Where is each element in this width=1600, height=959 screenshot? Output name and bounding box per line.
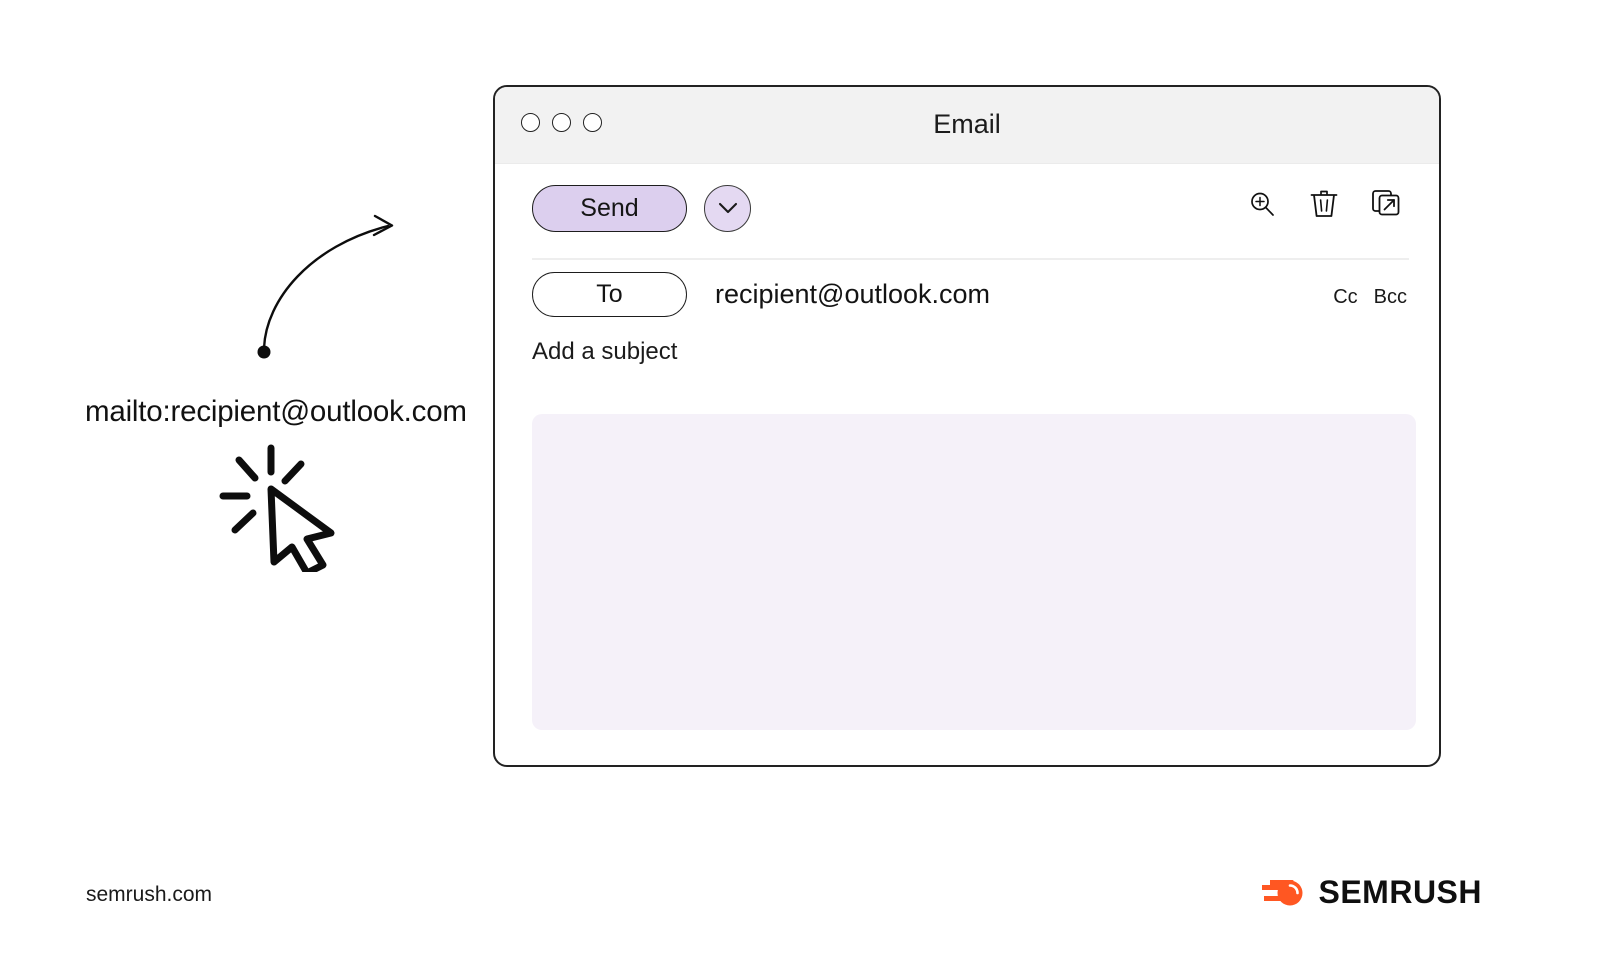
cc-button[interactable]: Cc: [1333, 286, 1358, 308]
window-title: Email: [933, 109, 1001, 139]
zoom-in-icon: [1251, 192, 1274, 216]
recipient-email-input[interactable]: recipient@outlook.com: [715, 279, 991, 309]
semrush-logo: SEMRUSH: [1260, 872, 1482, 912]
chevron-down-icon: [718, 202, 737, 214]
recipient-row: To recipient@outlook.com Cc Bcc: [495, 262, 1439, 324]
semrush-wordmark: SEMRUSH: [1318, 873, 1482, 910]
message-body-input[interactable]: [532, 414, 1416, 730]
subject-input[interactable]: Add a subject: [532, 338, 678, 365]
minimize-window-button[interactable]: [552, 113, 571, 132]
maximize-window-button[interactable]: [583, 113, 602, 132]
mailto-link-text: mailto:recipient@outlook.com: [85, 395, 467, 428]
click-cursor-icon: [219, 444, 335, 572]
trash-icon: [1310, 190, 1338, 217]
zoom-in-button[interactable]: [1244, 186, 1280, 222]
email-compose-window: Email Send: [493, 85, 1441, 767]
toolbar-icon-group: [1244, 186, 1404, 222]
to-field-button[interactable]: To: [532, 272, 687, 317]
send-options-dropdown-button[interactable]: [704, 185, 751, 232]
delete-button[interactable]: [1306, 186, 1342, 222]
cc-bcc-group: Cc Bcc: [1333, 286, 1407, 309]
send-button[interactable]: Send: [532, 185, 687, 232]
window-controls[interactable]: [521, 113, 602, 132]
footer-website-url: semrush.com: [86, 883, 213, 906]
toolbar-divider: [532, 258, 1409, 260]
compose-toolbar: Send: [495, 164, 1439, 260]
semrush-comet-icon: [1262, 880, 1303, 906]
pop-out-icon: [1372, 190, 1400, 216]
curved-arrow-icon: [257, 214, 394, 359]
window-titlebar: Email: [495, 87, 1439, 164]
annotation-area: mailto:recipient@outlook.com: [70, 190, 500, 590]
bcc-button[interactable]: Bcc: [1373, 286, 1407, 308]
pop-out-button[interactable]: [1368, 186, 1404, 222]
close-window-button[interactable]: [521, 113, 540, 132]
